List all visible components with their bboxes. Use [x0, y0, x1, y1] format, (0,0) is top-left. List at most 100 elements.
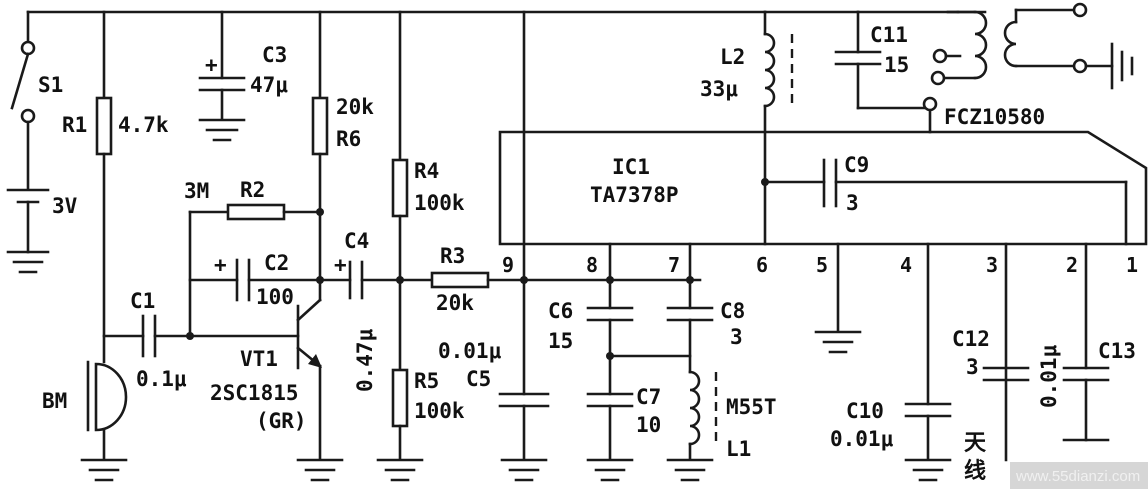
ic1-pin-label: 9	[502, 253, 514, 277]
c8-ref-label: C8	[720, 299, 745, 323]
resistor-r2	[188, 203, 322, 338]
capacitor-c10	[904, 402, 952, 460]
r4-ref-label: R4	[414, 159, 439, 183]
resistor-r6	[311, 10, 329, 280]
c3-value-label: 47μ	[250, 73, 288, 97]
l2-ref-label: L2	[720, 45, 745, 69]
ic1-pin-label: 7	[668, 253, 680, 277]
c8-value-label: 3	[730, 325, 743, 349]
ic1-pin-label: 3	[986, 253, 998, 277]
vt1-grade-label: (GR)	[256, 409, 307, 433]
c4-ref-label: C4	[344, 229, 369, 253]
c13-ref-label: C13	[1098, 339, 1136, 363]
inductor-l2	[763, 10, 794, 246]
capacitor-c7	[586, 392, 634, 460]
svg-text:+: +	[334, 253, 347, 277]
capacitor-c8	[666, 306, 714, 374]
ground-pin5	[814, 330, 862, 354]
c10-value-label: 0.01μ	[830, 427, 894, 451]
c2-value-label: 100	[256, 285, 294, 309]
c4-value-label: 0.47μ	[353, 328, 377, 392]
capacitor-c1	[102, 314, 300, 358]
resistor-r4	[391, 10, 409, 372]
ic1-pin-label: 2	[1066, 253, 1078, 277]
l1-ref-label: L1	[726, 437, 751, 461]
ic1-part-label: TA7378P	[590, 183, 679, 207]
ic1-pin-label: 4	[900, 253, 912, 277]
ic1-pin-label: 8	[586, 253, 598, 277]
r6-ref-label: R6	[336, 127, 361, 151]
ic1-pin-label: 6	[756, 253, 768, 277]
c9-ref-label: C9	[844, 153, 869, 177]
ground-c10	[904, 458, 952, 482]
inductor-l1	[688, 370, 718, 460]
vt1-ref-label: VT1	[240, 347, 278, 371]
svg-text:+: +	[205, 53, 218, 77]
ground-c7	[586, 458, 634, 482]
ic1-pin-labels: 9 8 7 6 5 4 3 2 1	[502, 253, 1138, 277]
capacitor-c13	[1062, 366, 1110, 442]
s1-label: S1	[38, 73, 63, 97]
svg-text:+: +	[214, 253, 227, 277]
r1-value-label: 4.7k	[118, 113, 169, 137]
c2-ref-label: C2	[264, 251, 289, 275]
c9-value-label: 3	[846, 191, 859, 215]
microphone-bm	[86, 360, 128, 460]
c11-value-label: 15	[884, 53, 909, 77]
r2-ref-label: R2	[240, 178, 265, 202]
r5-value-label: 100k	[414, 399, 465, 423]
c7-value-label: 10	[636, 413, 661, 437]
r3-value-label: 20k	[436, 291, 474, 315]
c13-value-label: 0.01μ	[1037, 344, 1061, 408]
antenna-label-2: 线	[964, 458, 986, 484]
capacitor-c11	[834, 10, 932, 110]
c7-ref-label: C7	[636, 385, 661, 409]
bm-label: BM	[42, 389, 67, 413]
capacitor-c6	[586, 306, 634, 396]
ground-l1	[666, 458, 714, 482]
c6-value-label: 15	[548, 329, 573, 353]
capacitor-c4: +	[318, 253, 402, 300]
resistor-r3	[398, 271, 702, 289]
vt1-type-label: 2SC1815	[210, 381, 299, 405]
capacitor-c3: +	[198, 10, 246, 120]
c10-ref-label: C10	[846, 399, 884, 423]
c12-ref-label: C12	[952, 327, 990, 351]
capacitor-c12	[982, 366, 1030, 382]
r4-value-label: 100k	[414, 191, 465, 215]
c5-value-label: 0.01μ	[438, 339, 502, 363]
transformer-fcz10580	[922, 2, 1134, 134]
r5-ref-label: R5	[414, 369, 439, 393]
watermark-box	[1010, 462, 1148, 489]
c6-ref-label: C6	[548, 299, 573, 323]
ic1-pin-label: 1	[1126, 253, 1138, 277]
ground-vt1	[296, 458, 344, 482]
watermark-text: www.55dianzi.com	[1015, 468, 1140, 485]
c11-ref-label: C11	[870, 23, 908, 47]
battery-voltage-label: 3V	[52, 194, 78, 218]
capacitor-c9	[763, 158, 1128, 246]
l2-value-label: 33μ	[700, 77, 738, 101]
c1-value-label: 0.1μ	[136, 367, 187, 391]
r2-value-label: 3M	[184, 179, 209, 203]
resistor-r5	[391, 368, 409, 460]
capacitor-c5	[498, 10, 550, 460]
ground-c5	[500, 458, 548, 482]
r3-ref-label: R3	[440, 244, 465, 268]
antenna-label-1: 天	[964, 431, 987, 456]
ground-r5	[376, 458, 424, 482]
battery	[6, 188, 50, 254]
resistor-r1	[95, 10, 113, 364]
c1-ref-label: C1	[130, 289, 155, 313]
c5-ref-label: C5	[466, 367, 491, 391]
ic1-pin-label: 5	[816, 253, 828, 277]
ground-battery	[6, 250, 50, 274]
l1-type-label: M55T	[726, 395, 777, 419]
r6-value-label: 20k	[336, 95, 374, 119]
c3-ref-label: C3	[262, 43, 287, 67]
switch-s1	[10, 10, 36, 190]
transformer-part-label: FCZ10580	[944, 105, 1045, 129]
ic1-body	[498, 130, 1148, 246]
ic1-ref-label: IC1	[612, 155, 650, 179]
